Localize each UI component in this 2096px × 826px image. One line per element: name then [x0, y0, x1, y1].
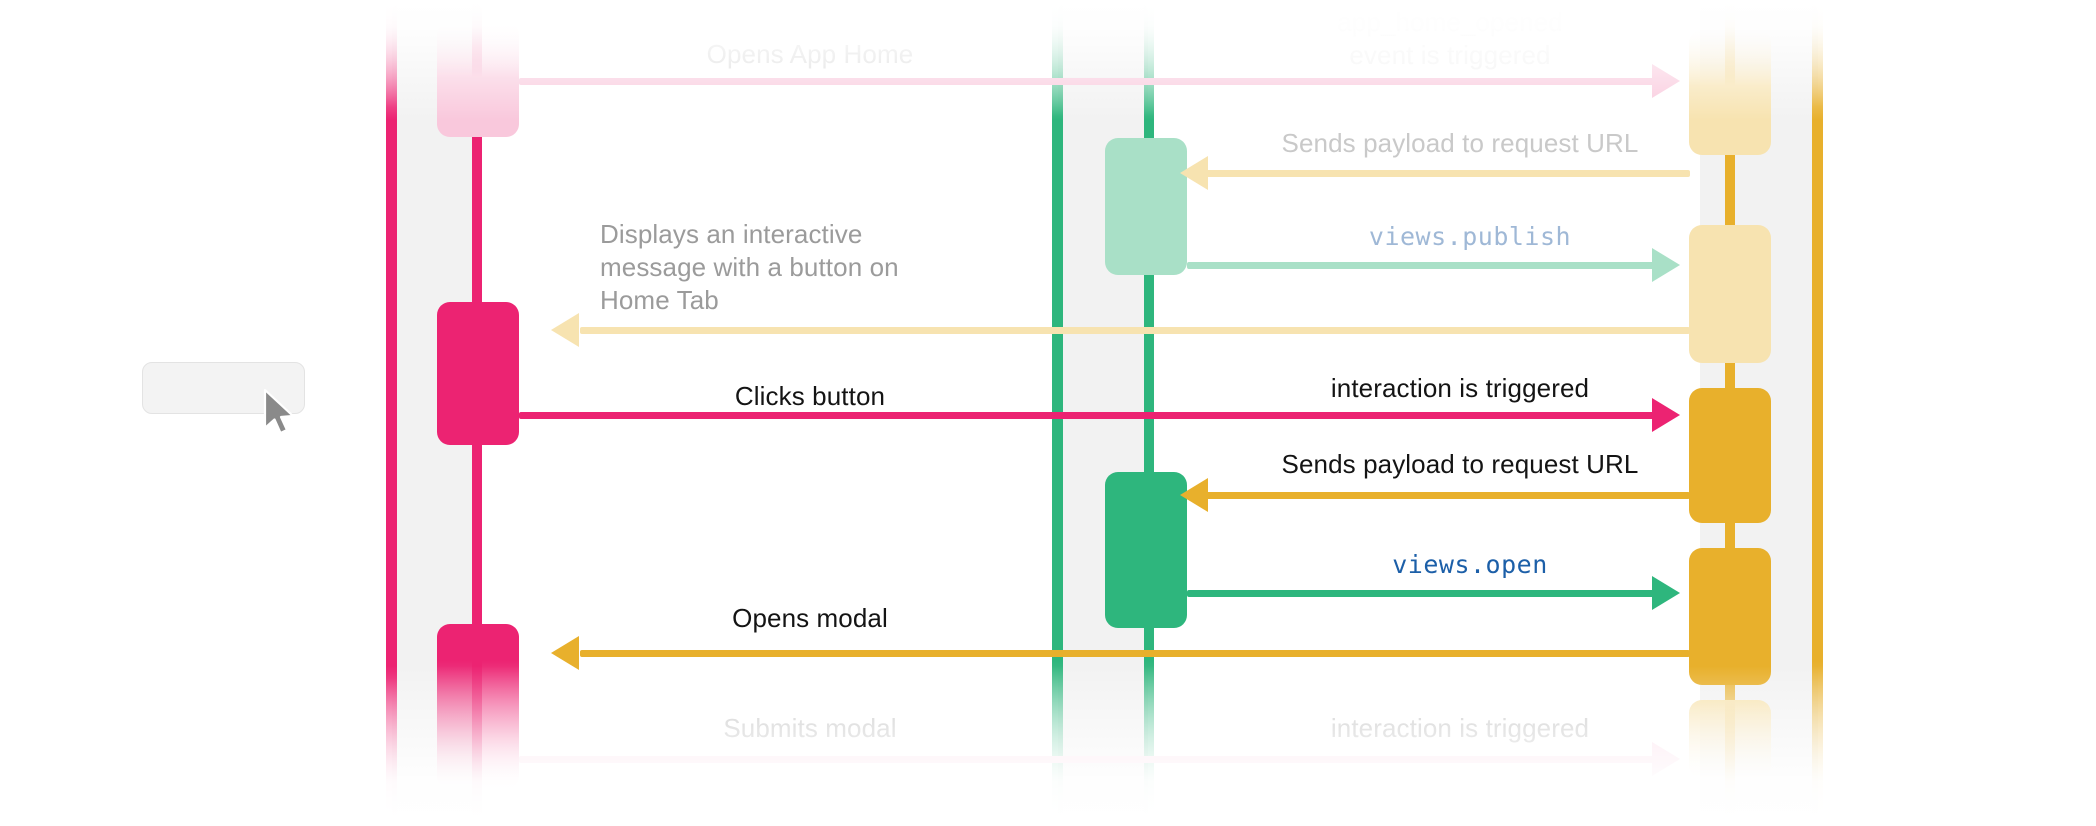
message-6-label: Sends payload to request URL [1281, 449, 1639, 479]
slack-activation-3 [1689, 388, 1771, 523]
message-1-arrowhead [1652, 64, 1680, 98]
user-activation-2 [437, 302, 519, 445]
message-9-line [519, 756, 1667, 763]
user-lifeline-rail [386, 0, 397, 826]
message-9-note: interaction is triggered [1330, 713, 1590, 743]
user-activation-3 [437, 624, 519, 789]
message-1-note: app_home_opened event is triggered [1337, 7, 1563, 70]
message-3-line [1187, 262, 1667, 269]
slack-activation-4 [1689, 548, 1771, 685]
slack-activation-2 [1689, 225, 1771, 363]
message-5-arrowhead [1652, 398, 1680, 432]
message-9-label: Submits modal [723, 713, 897, 743]
message-5-label: Clicks button [734, 381, 886, 411]
message-1-line [519, 78, 1667, 85]
user-activation-1 [437, 22, 519, 137]
message-8-arrowhead [551, 636, 579, 670]
message-6-arrowhead [1180, 478, 1208, 512]
slack-lifeline-rail [1812, 0, 1823, 826]
message-8-label: Opens modal [732, 603, 888, 633]
server-activation-2 [1105, 472, 1187, 628]
message-5-line [519, 412, 1667, 419]
message-3-label: views.publish [1368, 222, 1572, 251]
message-2-line [1200, 170, 1690, 177]
message-7-label: views.open [1392, 550, 1548, 579]
message-2-label: Sends payload to request URL [1281, 128, 1639, 158]
message-5-note: interaction is triggered [1330, 373, 1590, 403]
message-3-arrowhead [1652, 248, 1680, 282]
message-6-line [1200, 492, 1690, 499]
server-activation-1 [1105, 138, 1187, 275]
message-7-line [1187, 590, 1667, 597]
message-8-line [580, 650, 1690, 657]
message-4-line [580, 327, 1690, 334]
message-4-arrowhead [551, 313, 579, 347]
message-7-arrowhead [1652, 576, 1680, 610]
message-1-label: Opens App Home [706, 39, 914, 69]
message-9-arrowhead [1652, 742, 1680, 776]
message-2-arrowhead [1180, 156, 1208, 190]
mouse-cursor-icon [263, 388, 295, 435]
message-4-label: Displays an interactive message with a b… [600, 219, 899, 315]
